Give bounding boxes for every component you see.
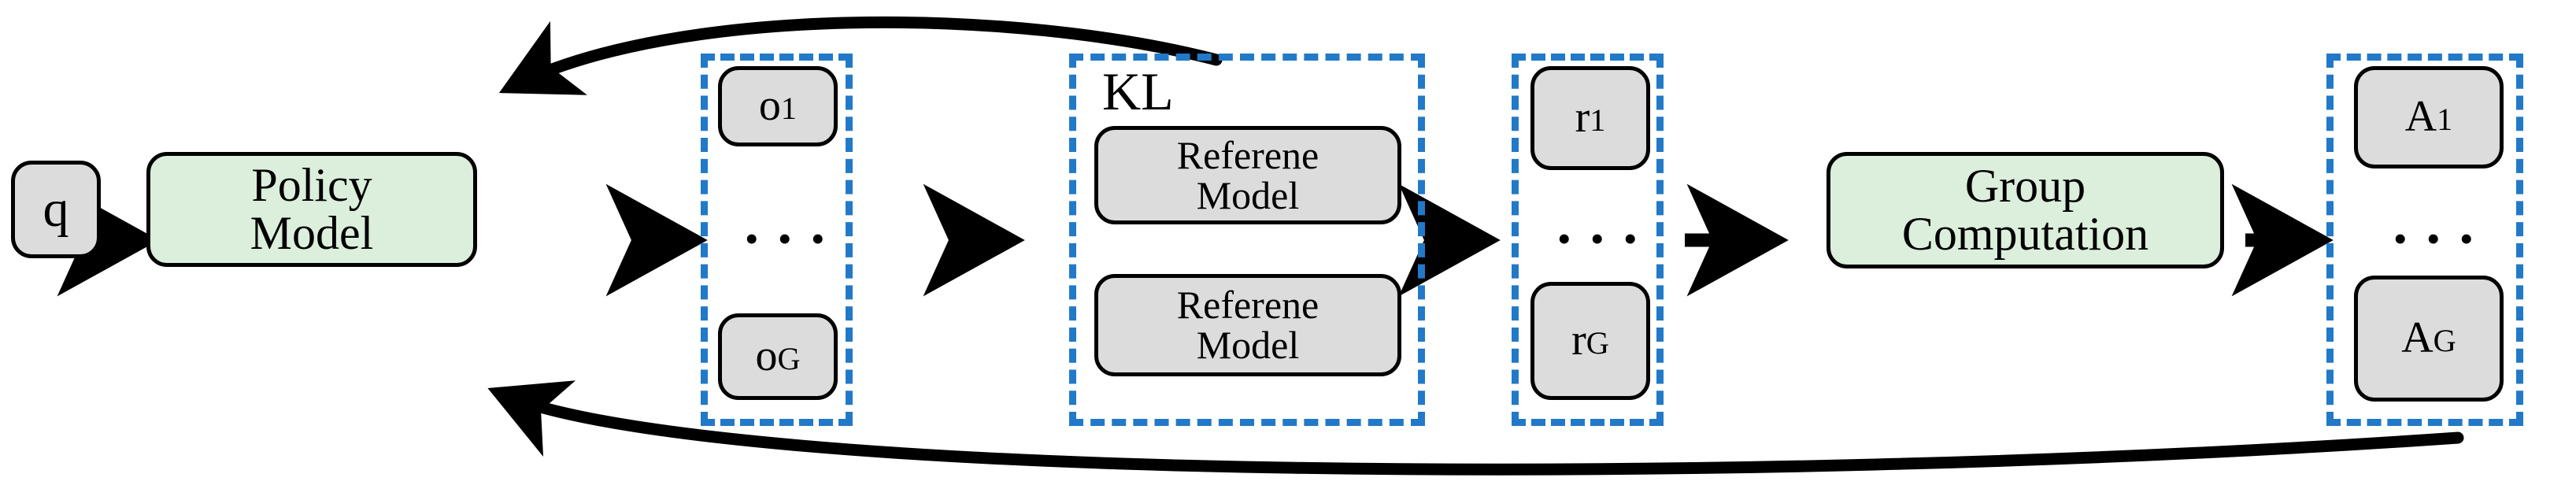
group-rewards xyxy=(1512,54,1664,426)
output-1-subscript: 1 xyxy=(780,91,798,127)
reward-1-subscript: 1 xyxy=(1590,102,1606,139)
group-computation-line-1: Group xyxy=(1964,159,2086,212)
policy-model-line-1: Policy xyxy=(251,158,372,211)
advantage-1-base: A xyxy=(2404,92,2437,142)
node-group-computation[interactable]: Group Computation xyxy=(1827,152,2224,268)
node-policy-model[interactable]: Policy Model xyxy=(146,152,477,267)
ellipsis-rewards: • • • xyxy=(1557,217,1642,261)
advantage-1-subscript: 1 xyxy=(2437,102,2453,138)
advantage-g-base: A xyxy=(2401,313,2434,363)
group-kl-label: KL xyxy=(1102,61,1174,121)
reward-g-base: r xyxy=(1571,316,1586,365)
reward-1-base: r xyxy=(1575,93,1590,143)
node-reference-model-2[interactable]: Referene Model xyxy=(1094,274,1401,376)
reference-model-1-line-1: Referene xyxy=(1176,132,1319,177)
output-g-subscript: G xyxy=(777,341,801,377)
reference-model-1-line-2: Model xyxy=(1196,172,1300,217)
node-query[interactable]: q xyxy=(11,161,101,258)
group-kl xyxy=(1069,54,1425,426)
reference-model-2-line-2: Model xyxy=(1196,323,1300,367)
ellipsis-advantages: • • • xyxy=(2393,217,2478,261)
group-outputs xyxy=(701,54,853,426)
group-advantages xyxy=(2326,54,2523,426)
ellipsis-outputs: • • • xyxy=(745,217,830,261)
reference-model-2-line-1: Referene xyxy=(1176,283,1319,327)
advantage-g-subscript: G xyxy=(2433,323,2456,359)
output-1-base: o xyxy=(758,81,781,131)
group-computation-line-2: Computation xyxy=(1901,208,2149,260)
output-g-base: o xyxy=(755,331,778,381)
reward-g-subscript: G xyxy=(1586,325,1609,361)
policy-model-line-2: Model xyxy=(250,207,374,259)
node-reference-model-1[interactable]: Referene Model xyxy=(1094,126,1401,224)
